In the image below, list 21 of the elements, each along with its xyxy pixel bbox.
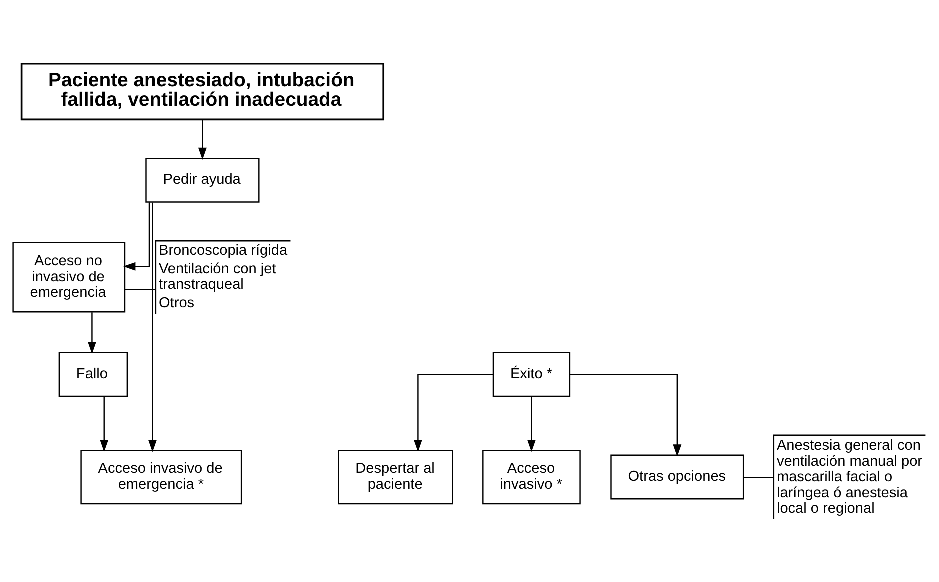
arrow [414, 374, 494, 452]
node-box: Acceso invasivo de emergencia * [80, 449, 242, 504]
connector [744, 476, 774, 478]
arrow [100, 396, 109, 452]
node-box: Despertar al paciente [338, 449, 454, 504]
connector [125, 288, 156, 290]
arrow [148, 202, 157, 452]
node-box: Otras opciones [610, 454, 744, 500]
node-text: Broncoscopia rígida Ventilación con jet transtraqueal Otros [158, 242, 288, 311]
arrow [124, 202, 150, 270]
arrow [527, 396, 536, 452]
arrow [88, 312, 96, 354]
node-box: Éxito * [492, 352, 571, 397]
arrow [198, 119, 207, 160]
node-box: Fallo [58, 352, 128, 397]
arrow [570, 374, 682, 456]
node-box: Acceso no invasivo de emergencia [12, 242, 126, 312]
node-box: Acceso invasivo * [482, 449, 581, 504]
node-box: Paciente anestesiado, intubación fallida, ventilación inadecuada [20, 62, 385, 120]
node-box: Pedir ayuda [146, 157, 260, 202]
node-text: Anestesia general con ventilación manual por mascarilla facial o laríngea ó anestesia local o regional [776, 438, 923, 517]
